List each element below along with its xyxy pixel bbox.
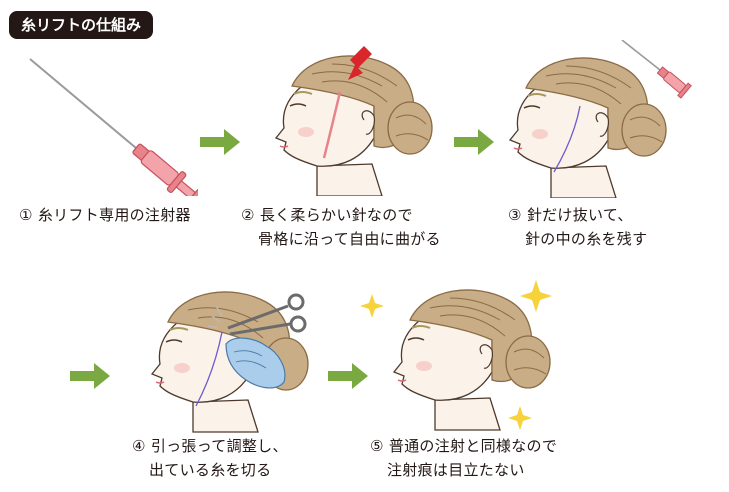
face-thread-remaining xyxy=(496,40,726,198)
green-arrow-icon xyxy=(200,129,240,155)
step-2-caption: ② 長く柔らかい針なので 骨格に沿って自由に曲がる xyxy=(241,203,441,251)
green-arrow-icon xyxy=(70,363,110,389)
syringe-illustration xyxy=(28,56,198,196)
face-thread-adjusting xyxy=(132,282,332,434)
green-arrow-icon xyxy=(328,363,368,389)
sparkle-icon xyxy=(508,406,532,430)
caption-line: ① 糸リフト専用の注射器 xyxy=(19,206,191,224)
caption-line: 針の中の糸を残す xyxy=(525,230,648,248)
step-3-caption: ③ 針だけ抜いて、 針の中の糸を残す xyxy=(508,203,647,251)
caption-line: ④ 引っ張って調整し、 xyxy=(132,437,288,455)
sparkle-icon xyxy=(520,280,552,312)
caption-line: 注射痕は目立たない xyxy=(387,461,525,479)
diagram-title: 糸リフトの仕組み xyxy=(9,11,154,39)
step-5-caption: ⑤ 普通の注射と同様なので 注射痕は目立たない xyxy=(370,434,557,482)
caption-line: ③ 針だけ抜いて、 xyxy=(508,206,633,224)
step-1-caption: ① 糸リフト専用の注射器 xyxy=(19,203,191,227)
face-completed xyxy=(360,276,580,436)
sparkle-icon xyxy=(360,294,384,318)
caption-line: ⑤ 普通の注射と同様なので xyxy=(370,437,558,455)
caption-line: ② 長く柔らかい針なので xyxy=(241,206,413,224)
caption-line: 出ている糸を切る xyxy=(149,461,272,479)
green-arrow-icon xyxy=(454,129,494,155)
caption-line: 骨格に沿って自由に曲がる xyxy=(258,230,441,248)
step-4-caption: ④ 引っ張って調整し、 出ている糸を切る xyxy=(132,434,288,482)
face-needle-insertion xyxy=(262,46,442,196)
